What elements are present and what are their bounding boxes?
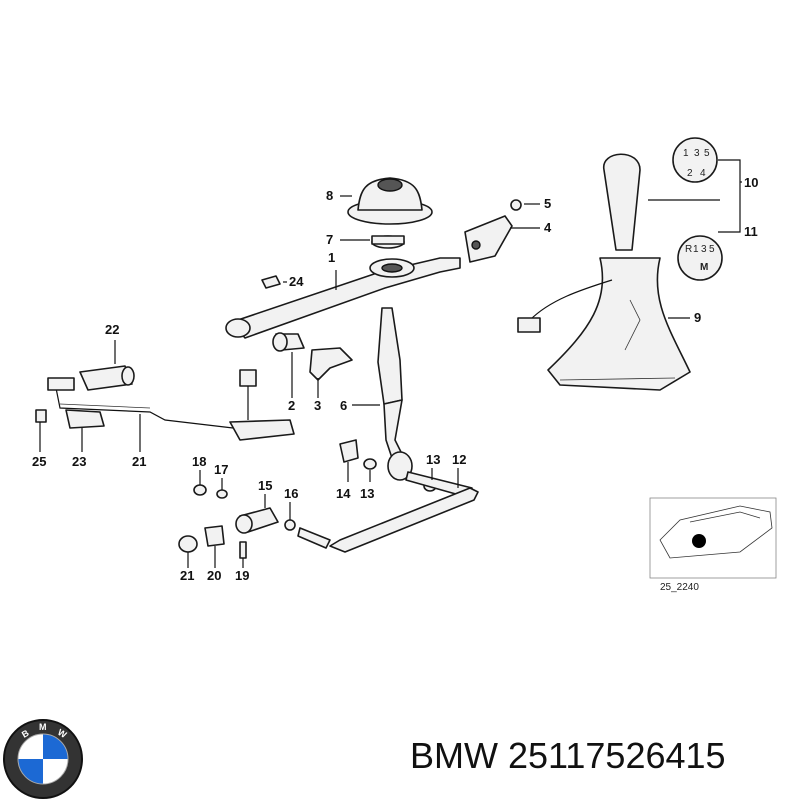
callout-6: 6 xyxy=(340,398,347,413)
svg-text:2: 2 xyxy=(687,168,693,179)
callout-21: 21 xyxy=(180,568,194,583)
vehicle-location-inset: 25_2240 xyxy=(649,497,777,593)
part-23-switch xyxy=(79,365,135,391)
svg-text:M: M xyxy=(39,722,47,732)
callout-1: 1 xyxy=(328,250,335,265)
part-20-bushing xyxy=(204,525,225,547)
svg-text:5: 5 xyxy=(709,244,715,255)
gear-pattern-badge-10: 1 3 5 2 4 xyxy=(672,137,718,183)
svg-text:5: 5 xyxy=(704,148,710,159)
callout-18: 18 xyxy=(192,454,206,469)
part-3-retainer xyxy=(309,347,353,381)
part-8-boot xyxy=(347,177,433,225)
callout-24: 23 xyxy=(72,454,86,469)
part-1-support-arm xyxy=(225,257,461,339)
callout-12: 12 xyxy=(452,452,466,467)
callout-26: 25 xyxy=(32,454,46,469)
part-7-ring xyxy=(371,235,405,249)
svg-text:R: R xyxy=(685,244,692,255)
callouts: 8 7 1 24 5 4 22 2 3 6 25 23 21 9 10 11 1… xyxy=(32,175,758,583)
callout-3: 3 xyxy=(314,398,321,413)
part-12-selector-rod xyxy=(297,471,479,553)
part-16-washer xyxy=(284,519,296,531)
part-2-bushing xyxy=(272,332,305,352)
part-9-gear-boot xyxy=(547,257,691,391)
part-10-knob xyxy=(603,153,720,251)
pattern-1-3-5: 1 xyxy=(683,148,689,159)
callout-19: 19 xyxy=(235,568,249,583)
callout-17: 17 xyxy=(214,462,228,477)
part-13-washer-a xyxy=(363,458,377,470)
part-4-bracket xyxy=(464,215,513,263)
callout-5: 5 xyxy=(544,196,551,211)
callout-9: 9 xyxy=(694,310,701,325)
part-26-clip xyxy=(35,409,47,423)
callout-15: 15 xyxy=(258,478,272,493)
callout-16: 16 xyxy=(284,486,298,501)
part-18-nut xyxy=(193,484,207,496)
svg-text:M: M xyxy=(700,262,708,273)
callout-22: 21 xyxy=(132,454,146,469)
gear-pattern-badge-11: R 1 3 5 M xyxy=(677,235,723,281)
part-21-bushing xyxy=(178,535,198,553)
part-17-washer xyxy=(216,489,228,499)
part-15-joint xyxy=(235,507,279,534)
callout-2: 2 xyxy=(288,398,295,413)
svg-text:B: B xyxy=(20,728,31,740)
callout-11: 11 xyxy=(744,224,758,239)
svg-text:3: 3 xyxy=(694,148,700,159)
callout-13b: 13 xyxy=(360,486,374,501)
part-25-clip xyxy=(261,275,281,289)
part-24-holder xyxy=(65,409,105,429)
callout-25: 24 xyxy=(289,274,304,289)
svg-text:4: 4 xyxy=(700,168,706,179)
callout-23: 22 xyxy=(105,322,119,337)
callout-4: 4 xyxy=(544,220,552,235)
callout-7: 7 xyxy=(326,232,333,247)
brand-name: BMW xyxy=(410,735,498,776)
callout-14: 14 xyxy=(336,486,351,501)
inset-code: 25_2240 xyxy=(660,582,699,593)
wire-harness xyxy=(517,279,613,333)
brand-part-number: BMW 25117526415 xyxy=(410,735,726,777)
callout-13a: 13 xyxy=(426,452,440,467)
part-number: 25117526415 xyxy=(508,735,726,776)
part-22-cable xyxy=(47,369,295,441)
bmw-logo: B M W xyxy=(3,719,83,799)
part-6-shift-lever xyxy=(377,307,413,481)
svg-text:3: 3 xyxy=(701,244,707,255)
callout-20: 20 xyxy=(207,568,221,583)
part-5-nut xyxy=(510,199,522,211)
callout-8: 8 xyxy=(326,188,333,203)
svg-text:1: 1 xyxy=(693,244,699,255)
part-19-pin xyxy=(239,541,247,559)
part-14-clip xyxy=(339,439,359,463)
callout-10: 10 xyxy=(744,175,758,190)
